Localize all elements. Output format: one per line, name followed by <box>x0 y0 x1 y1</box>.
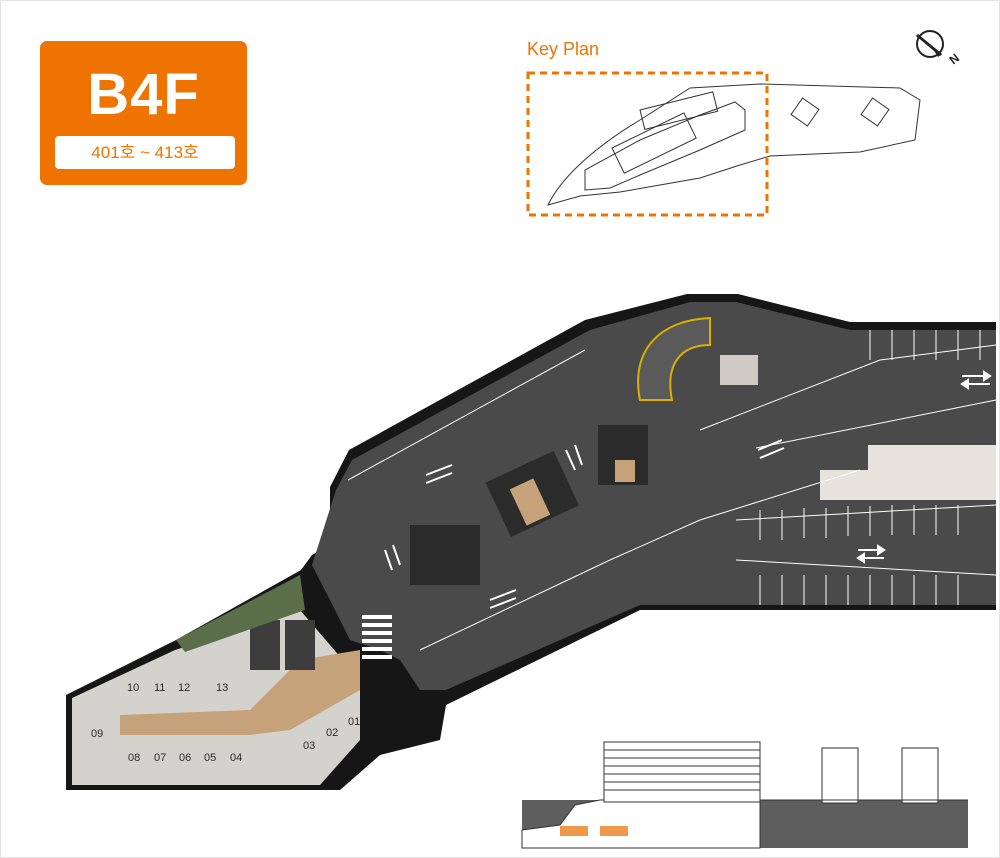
unit-label-10: 10 <box>127 682 140 694</box>
key-plan-map <box>526 71 921 217</box>
unit-label-07: 07 <box>154 752 167 764</box>
unit-label-06: 06 <box>179 752 192 764</box>
floor-badge: B4F 401호 ~ 413호 <box>40 41 247 185</box>
north-compass-icon: N <box>908 22 968 72</box>
unit-label-09: 09 <box>91 728 104 740</box>
unit-label-01: 01 <box>348 716 361 728</box>
unit-label-12: 12 <box>178 682 191 694</box>
unit-label-03: 03 <box>303 740 316 752</box>
unit-label-02: 02 <box>326 727 339 739</box>
unit-label-05: 05 <box>204 752 217 764</box>
unit-label-04: 04 <box>230 752 243 764</box>
parking-level-plan <box>66 294 997 790</box>
unit-label-13: 13 <box>216 682 229 694</box>
building-section-elevation <box>521 741 968 849</box>
key-plan-title: Key Plan <box>527 39 600 59</box>
floor-title: B4F <box>87 62 200 127</box>
unit-label-08: 08 <box>128 752 141 764</box>
unit-label-11: 11 <box>154 682 166 694</box>
unit-range-label: 401호 ~ 413호 <box>55 136 235 169</box>
